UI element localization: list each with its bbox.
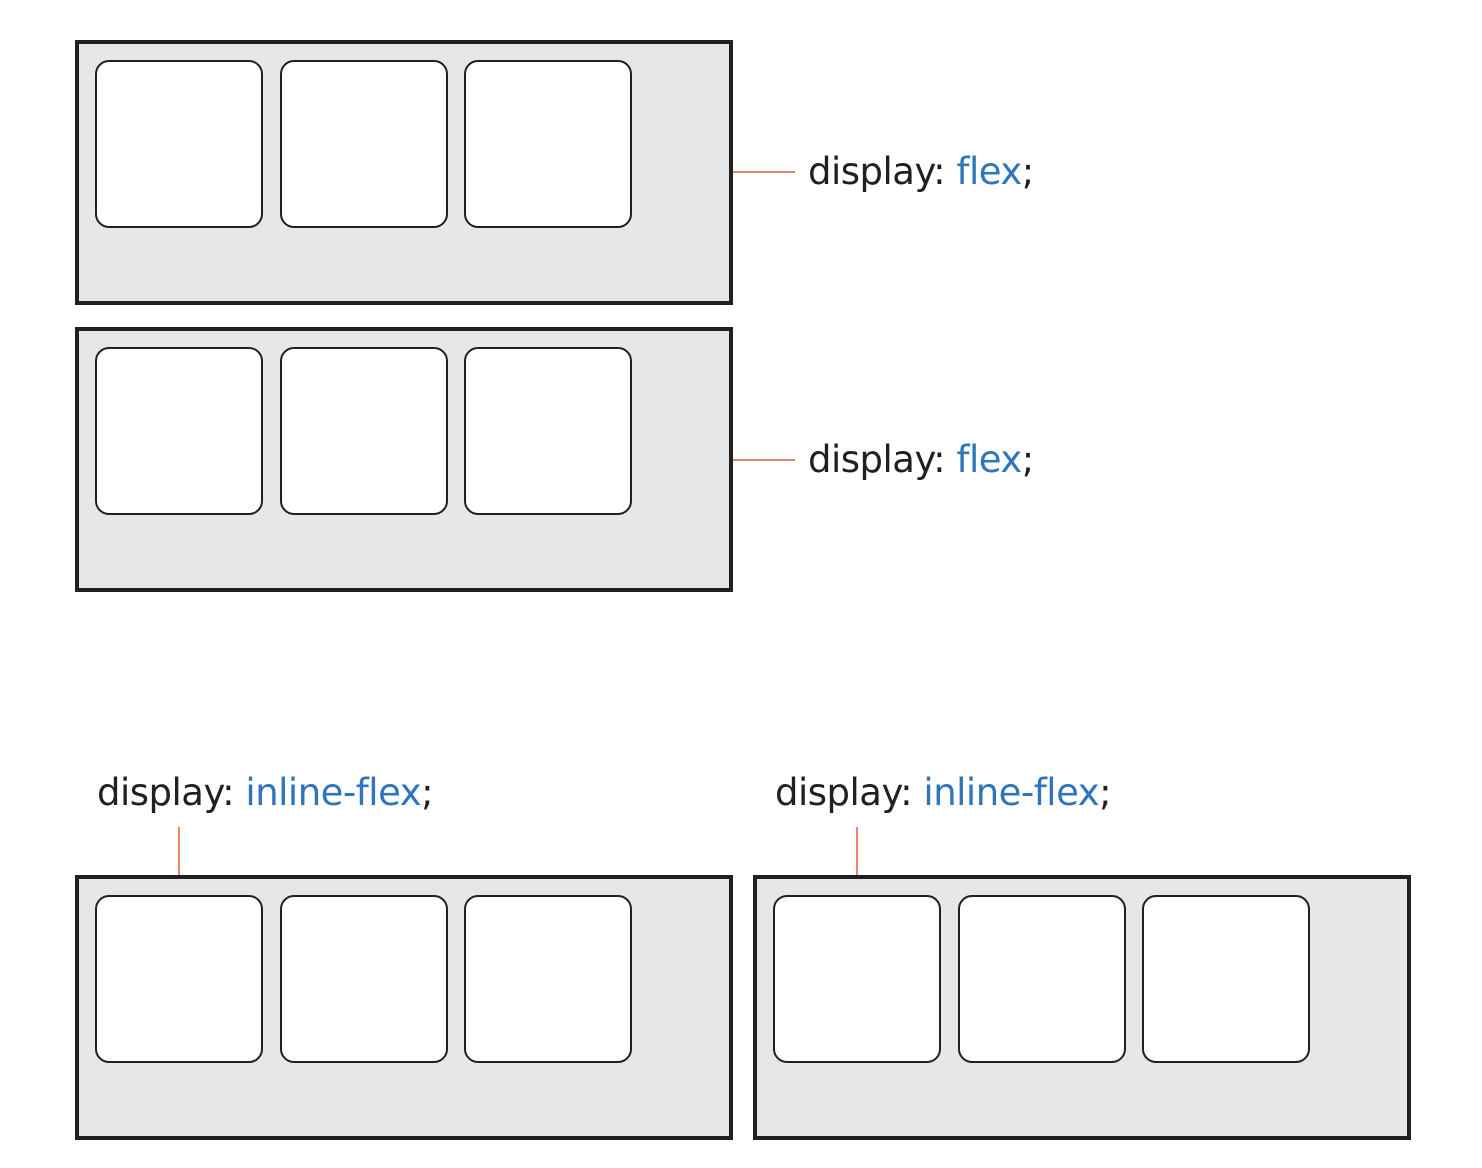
flex-item <box>95 347 263 515</box>
terminator-text: ; <box>421 771 434 814</box>
flex-item <box>95 60 263 228</box>
flex-item <box>280 347 448 515</box>
connector-line <box>733 171 795 173</box>
property-text: display: <box>808 438 946 481</box>
flex-item <box>958 895 1126 1063</box>
css-label: display: flex; <box>808 152 1034 192</box>
flex-item <box>280 895 448 1063</box>
terminator-text: ; <box>1021 438 1034 481</box>
terminator-text: ; <box>1021 150 1034 193</box>
connector-line <box>856 827 858 875</box>
flex-item <box>1142 895 1310 1063</box>
keyword-text: flex <box>956 438 1022 481</box>
flex-item <box>773 895 941 1063</box>
terminator-text: ; <box>1099 771 1112 814</box>
flex-container-1 <box>75 40 733 305</box>
flex-item <box>95 895 263 1063</box>
flex-item <box>464 347 632 515</box>
inline-flex-container-1 <box>75 875 733 1140</box>
css-label: display: inline-flex; <box>775 771 1112 814</box>
keyword-text: flex <box>956 150 1022 193</box>
connector-line <box>178 827 180 875</box>
connector-line <box>733 459 795 461</box>
css-label: display: flex; <box>808 440 1034 480</box>
property-text: display: <box>97 771 235 814</box>
inline-flex-container-2 <box>753 875 1411 1140</box>
flex-item <box>464 895 632 1063</box>
property-text: display: <box>775 771 913 814</box>
keyword-text: inline-flex <box>923 771 1100 814</box>
property-text: display: <box>808 150 946 193</box>
flex-container-2 <box>75 327 733 592</box>
flex-item <box>464 60 632 228</box>
flex-item <box>280 60 448 228</box>
keyword-text: inline-flex <box>245 771 422 814</box>
css-label: display: inline-flex; <box>97 771 434 814</box>
